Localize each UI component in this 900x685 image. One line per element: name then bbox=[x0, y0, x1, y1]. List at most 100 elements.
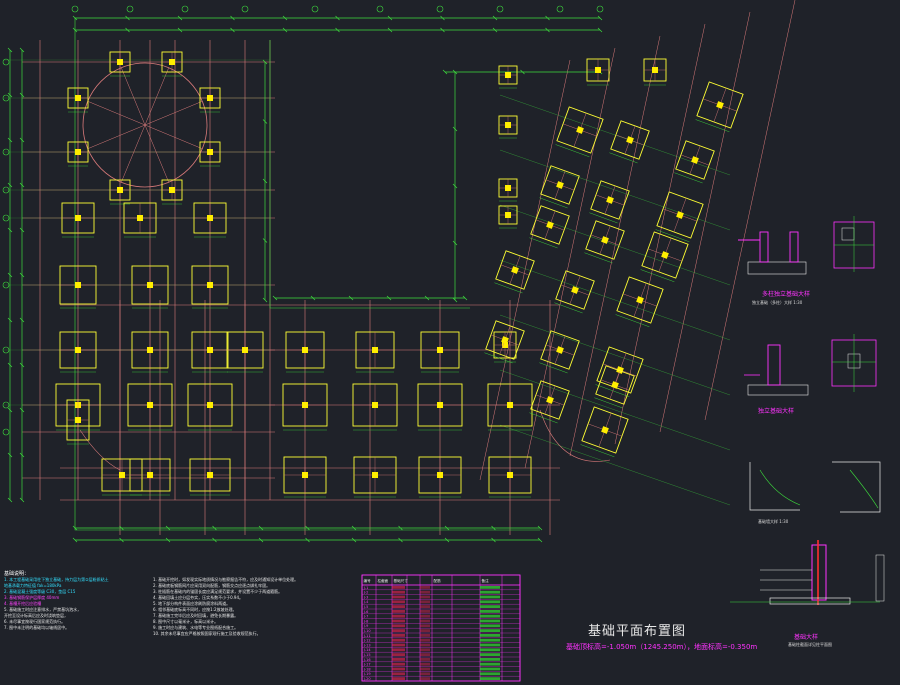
footing-pad bbox=[586, 58, 610, 86]
table-row-label: J-16 bbox=[363, 658, 371, 662]
column-block bbox=[601, 236, 609, 244]
table-cell-fill bbox=[392, 619, 405, 623]
dimension-tick bbox=[7, 227, 13, 233]
grid-curve bbox=[539, 409, 611, 462]
section-footing bbox=[747, 384, 809, 396]
column-block bbox=[507, 472, 513, 478]
drawing-subtitle: 基础顶标高=-1.050m（1245.250m），地面标高=-0.350m bbox=[566, 643, 758, 651]
axis-bubble bbox=[596, 5, 604, 13]
note-left-line: 7. 图中未注明的基础均以轴线居中。 bbox=[4, 625, 70, 630]
axis-bubble bbox=[126, 5, 134, 13]
table-cell-fill bbox=[392, 672, 405, 676]
grid-line-diagonal bbox=[499, 259, 731, 341]
note-middle-line: 5. 地下部分构件表面应涂刷防腐涂料两道。 bbox=[153, 601, 231, 606]
footing-pad bbox=[352, 383, 398, 431]
axis-bubble bbox=[181, 5, 189, 13]
table-cell-fill bbox=[420, 638, 430, 642]
table-cell-fill bbox=[392, 643, 405, 647]
note-left-line: 4. 基槽开挖后应验槽 bbox=[4, 601, 42, 606]
dimension-tick bbox=[19, 362, 25, 368]
table-cell-fill bbox=[392, 610, 405, 613]
column-block bbox=[505, 72, 511, 78]
footing-pad bbox=[498, 65, 518, 89]
dimension-tick bbox=[398, 525, 403, 531]
dimension-tick bbox=[7, 182, 13, 188]
dimension-tick bbox=[119, 537, 124, 543]
footing-pad bbox=[529, 205, 570, 249]
table-cell-fill bbox=[480, 595, 500, 599]
section-footing bbox=[747, 261, 807, 275]
column-block bbox=[75, 417, 81, 423]
dimension-tick bbox=[258, 537, 264, 543]
column-block bbox=[626, 136, 634, 144]
column-block bbox=[437, 402, 443, 408]
table-row-label: J-1 bbox=[363, 586, 368, 590]
footing-pad bbox=[418, 456, 462, 498]
note-left-line: 2. 基础混凝土强度等级 C30，垫层 C15 bbox=[4, 589, 76, 594]
footing-pad bbox=[498, 205, 518, 229]
column-block bbox=[507, 402, 513, 408]
footing-dimension bbox=[494, 282, 523, 294]
footing-pad bbox=[615, 276, 664, 328]
footing-pad bbox=[584, 220, 625, 264]
dimension-tick bbox=[305, 525, 310, 531]
dimension-tick bbox=[351, 537, 357, 543]
table-row-label: J-19 bbox=[363, 672, 371, 676]
dimension-tick bbox=[19, 92, 25, 98]
table-cell-fill bbox=[392, 600, 405, 604]
note-middle-line: 10. 其余未尽事宜应严格按照国家现行施工及验收规范执行。 bbox=[153, 631, 261, 636]
table-cell-fill bbox=[480, 614, 500, 618]
column-block bbox=[302, 402, 308, 408]
table-cell-fill bbox=[480, 629, 500, 632]
core-radial-line bbox=[144, 67, 169, 126]
table-cell-fill bbox=[392, 648, 405, 652]
footing-pad bbox=[285, 331, 325, 373]
table-cell-fill bbox=[392, 595, 405, 599]
table-cell-fill bbox=[392, 658, 405, 661]
grid-line-diagonal bbox=[479, 59, 571, 481]
column-block bbox=[716, 101, 724, 109]
dimension-tick bbox=[7, 362, 13, 368]
dimension-tick bbox=[444, 525, 450, 531]
footing-pad bbox=[131, 265, 169, 309]
footing-pad bbox=[484, 320, 525, 364]
footing-dimension bbox=[640, 269, 675, 283]
table-header-cell: 配筋 bbox=[434, 578, 442, 583]
notes-left: 基础说明： 1. 本工程基础采用柱下独立基础，持力层为第②层粉质粘土 地基承载力… bbox=[4, 571, 146, 631]
section-column bbox=[759, 231, 769, 263]
column-block bbox=[556, 181, 564, 189]
dimension-tick bbox=[19, 317, 25, 323]
dimension-tick bbox=[19, 272, 25, 278]
column-block bbox=[169, 187, 175, 193]
dimension-tick bbox=[442, 69, 448, 75]
footing-pad bbox=[488, 456, 532, 498]
core-radial-line bbox=[121, 67, 146, 126]
dimension-tick bbox=[272, 295, 278, 301]
column-block bbox=[611, 381, 619, 389]
column-block bbox=[75, 282, 81, 288]
column-block bbox=[207, 282, 213, 288]
dimension-tick bbox=[440, 27, 445, 33]
column-block bbox=[117, 187, 123, 193]
dimension-tick bbox=[177, 15, 183, 21]
dimension-tick bbox=[440, 15, 445, 21]
footing-dimension bbox=[589, 212, 618, 224]
core-radial-line bbox=[144, 124, 203, 149]
table-row-label: J-20 bbox=[363, 677, 371, 681]
dimension-tick bbox=[520, 69, 525, 75]
dimension-tick bbox=[125, 27, 130, 33]
footing-pads bbox=[55, 51, 744, 498]
detail-rect bbox=[841, 227, 855, 241]
table-row-label: J-11 bbox=[363, 634, 371, 638]
footing-dimension bbox=[539, 362, 568, 374]
table-cell-fill bbox=[420, 600, 430, 604]
dimension-tick bbox=[7, 272, 13, 278]
column-block bbox=[137, 215, 143, 221]
detail-base-label: 基础大样 bbox=[794, 634, 819, 641]
table-cell-fill bbox=[480, 610, 500, 613]
dimension-tick bbox=[119, 525, 124, 531]
column-block bbox=[75, 215, 81, 221]
table-cell-fill bbox=[420, 643, 430, 647]
table-cell-fill bbox=[420, 619, 430, 623]
dimension-tick bbox=[387, 15, 393, 21]
